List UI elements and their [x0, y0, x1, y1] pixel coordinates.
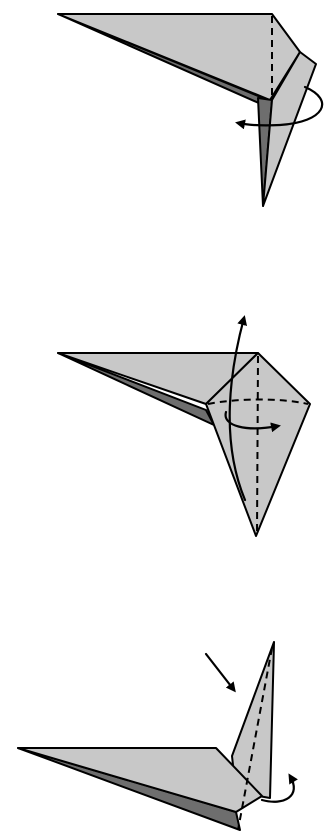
- step-3-figure: [18, 642, 294, 830]
- step-2-figure: [58, 318, 310, 536]
- step-3-push-arrow: [206, 654, 234, 690]
- step-3-wing: [18, 748, 262, 812]
- step-1-wing: [58, 14, 300, 100]
- step-1-figure: [58, 14, 322, 206]
